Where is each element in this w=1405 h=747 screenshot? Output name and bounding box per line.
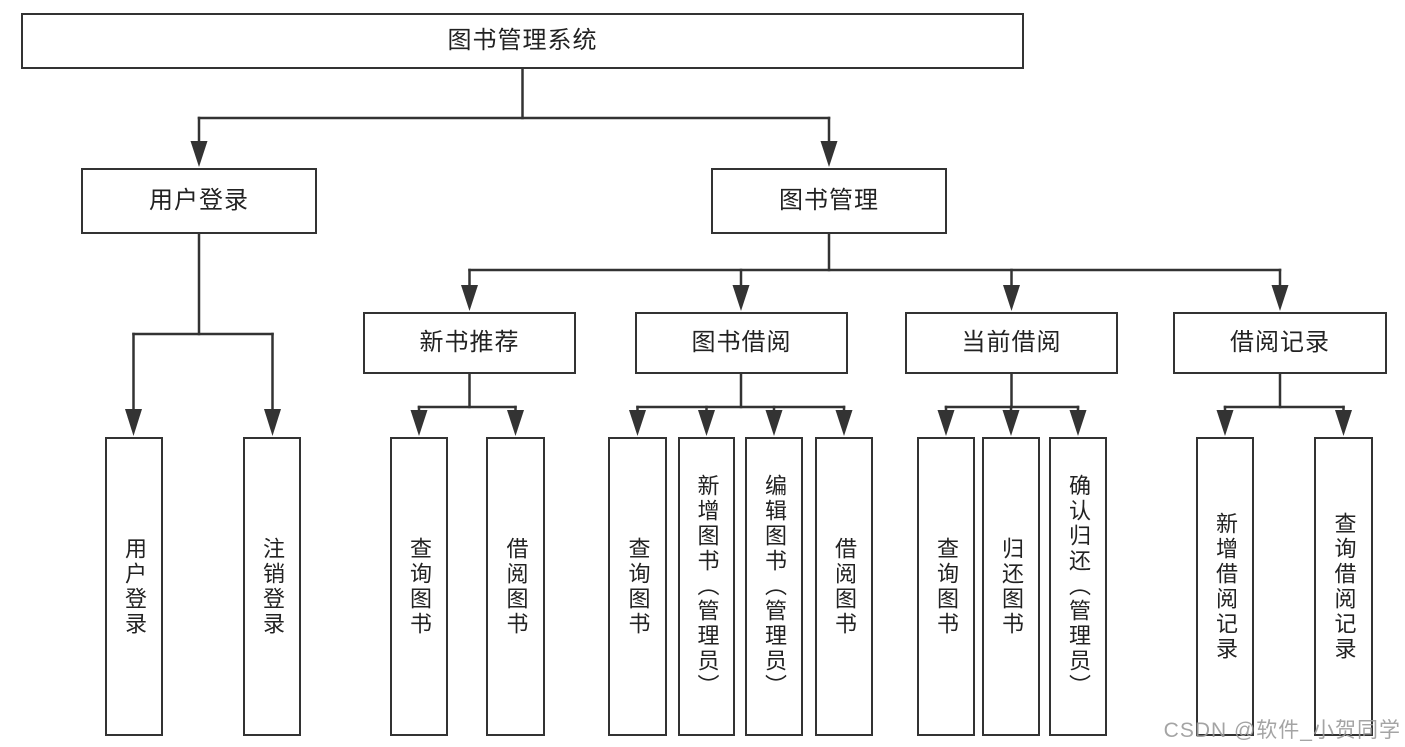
leaf-borrow-books-recommend: 借阅图书 xyxy=(486,437,545,736)
leaf-edit-book-admin: 编辑图书（管理员） xyxy=(745,437,803,736)
leaf-query-books-current: 查询图书 xyxy=(917,437,975,736)
node-borrow-records: 借阅记录 xyxy=(1173,312,1387,374)
node-book-management: 图书管理 xyxy=(711,168,947,234)
leaf-add-book-admin: 新增图书（管理员） xyxy=(678,437,735,736)
node-book-borrowing: 图书借阅 xyxy=(635,312,848,374)
leaf-user-login: 用户登录 xyxy=(105,437,163,736)
leaf-add-borrow-record: 新增借阅记录 xyxy=(1196,437,1254,736)
leaf-logout: 注销登录 xyxy=(243,437,301,736)
csdn-watermark: CSDN @软件_小贺同学 xyxy=(1163,719,1401,742)
leaf-confirm-return-admin: 确认归还（管理员） xyxy=(1049,437,1107,736)
node-current-borrowing: 当前借阅 xyxy=(905,312,1118,374)
node-new-book-recommend: 新书推荐 xyxy=(363,312,576,374)
node-root-library-system: 图书管理系统 xyxy=(21,13,1024,69)
arrow-down-icons xyxy=(125,141,1352,436)
leaf-query-books-borrowing: 查询图书 xyxy=(608,437,667,736)
node-user-login: 用户登录 xyxy=(81,168,317,234)
leaf-query-borrow-record: 查询借阅记录 xyxy=(1314,437,1373,736)
leaf-query-books-recommend: 查询图书 xyxy=(390,437,448,736)
leaf-return-book: 归还图书 xyxy=(982,437,1040,736)
leaf-borrow-books: 借阅图书 xyxy=(815,437,873,736)
